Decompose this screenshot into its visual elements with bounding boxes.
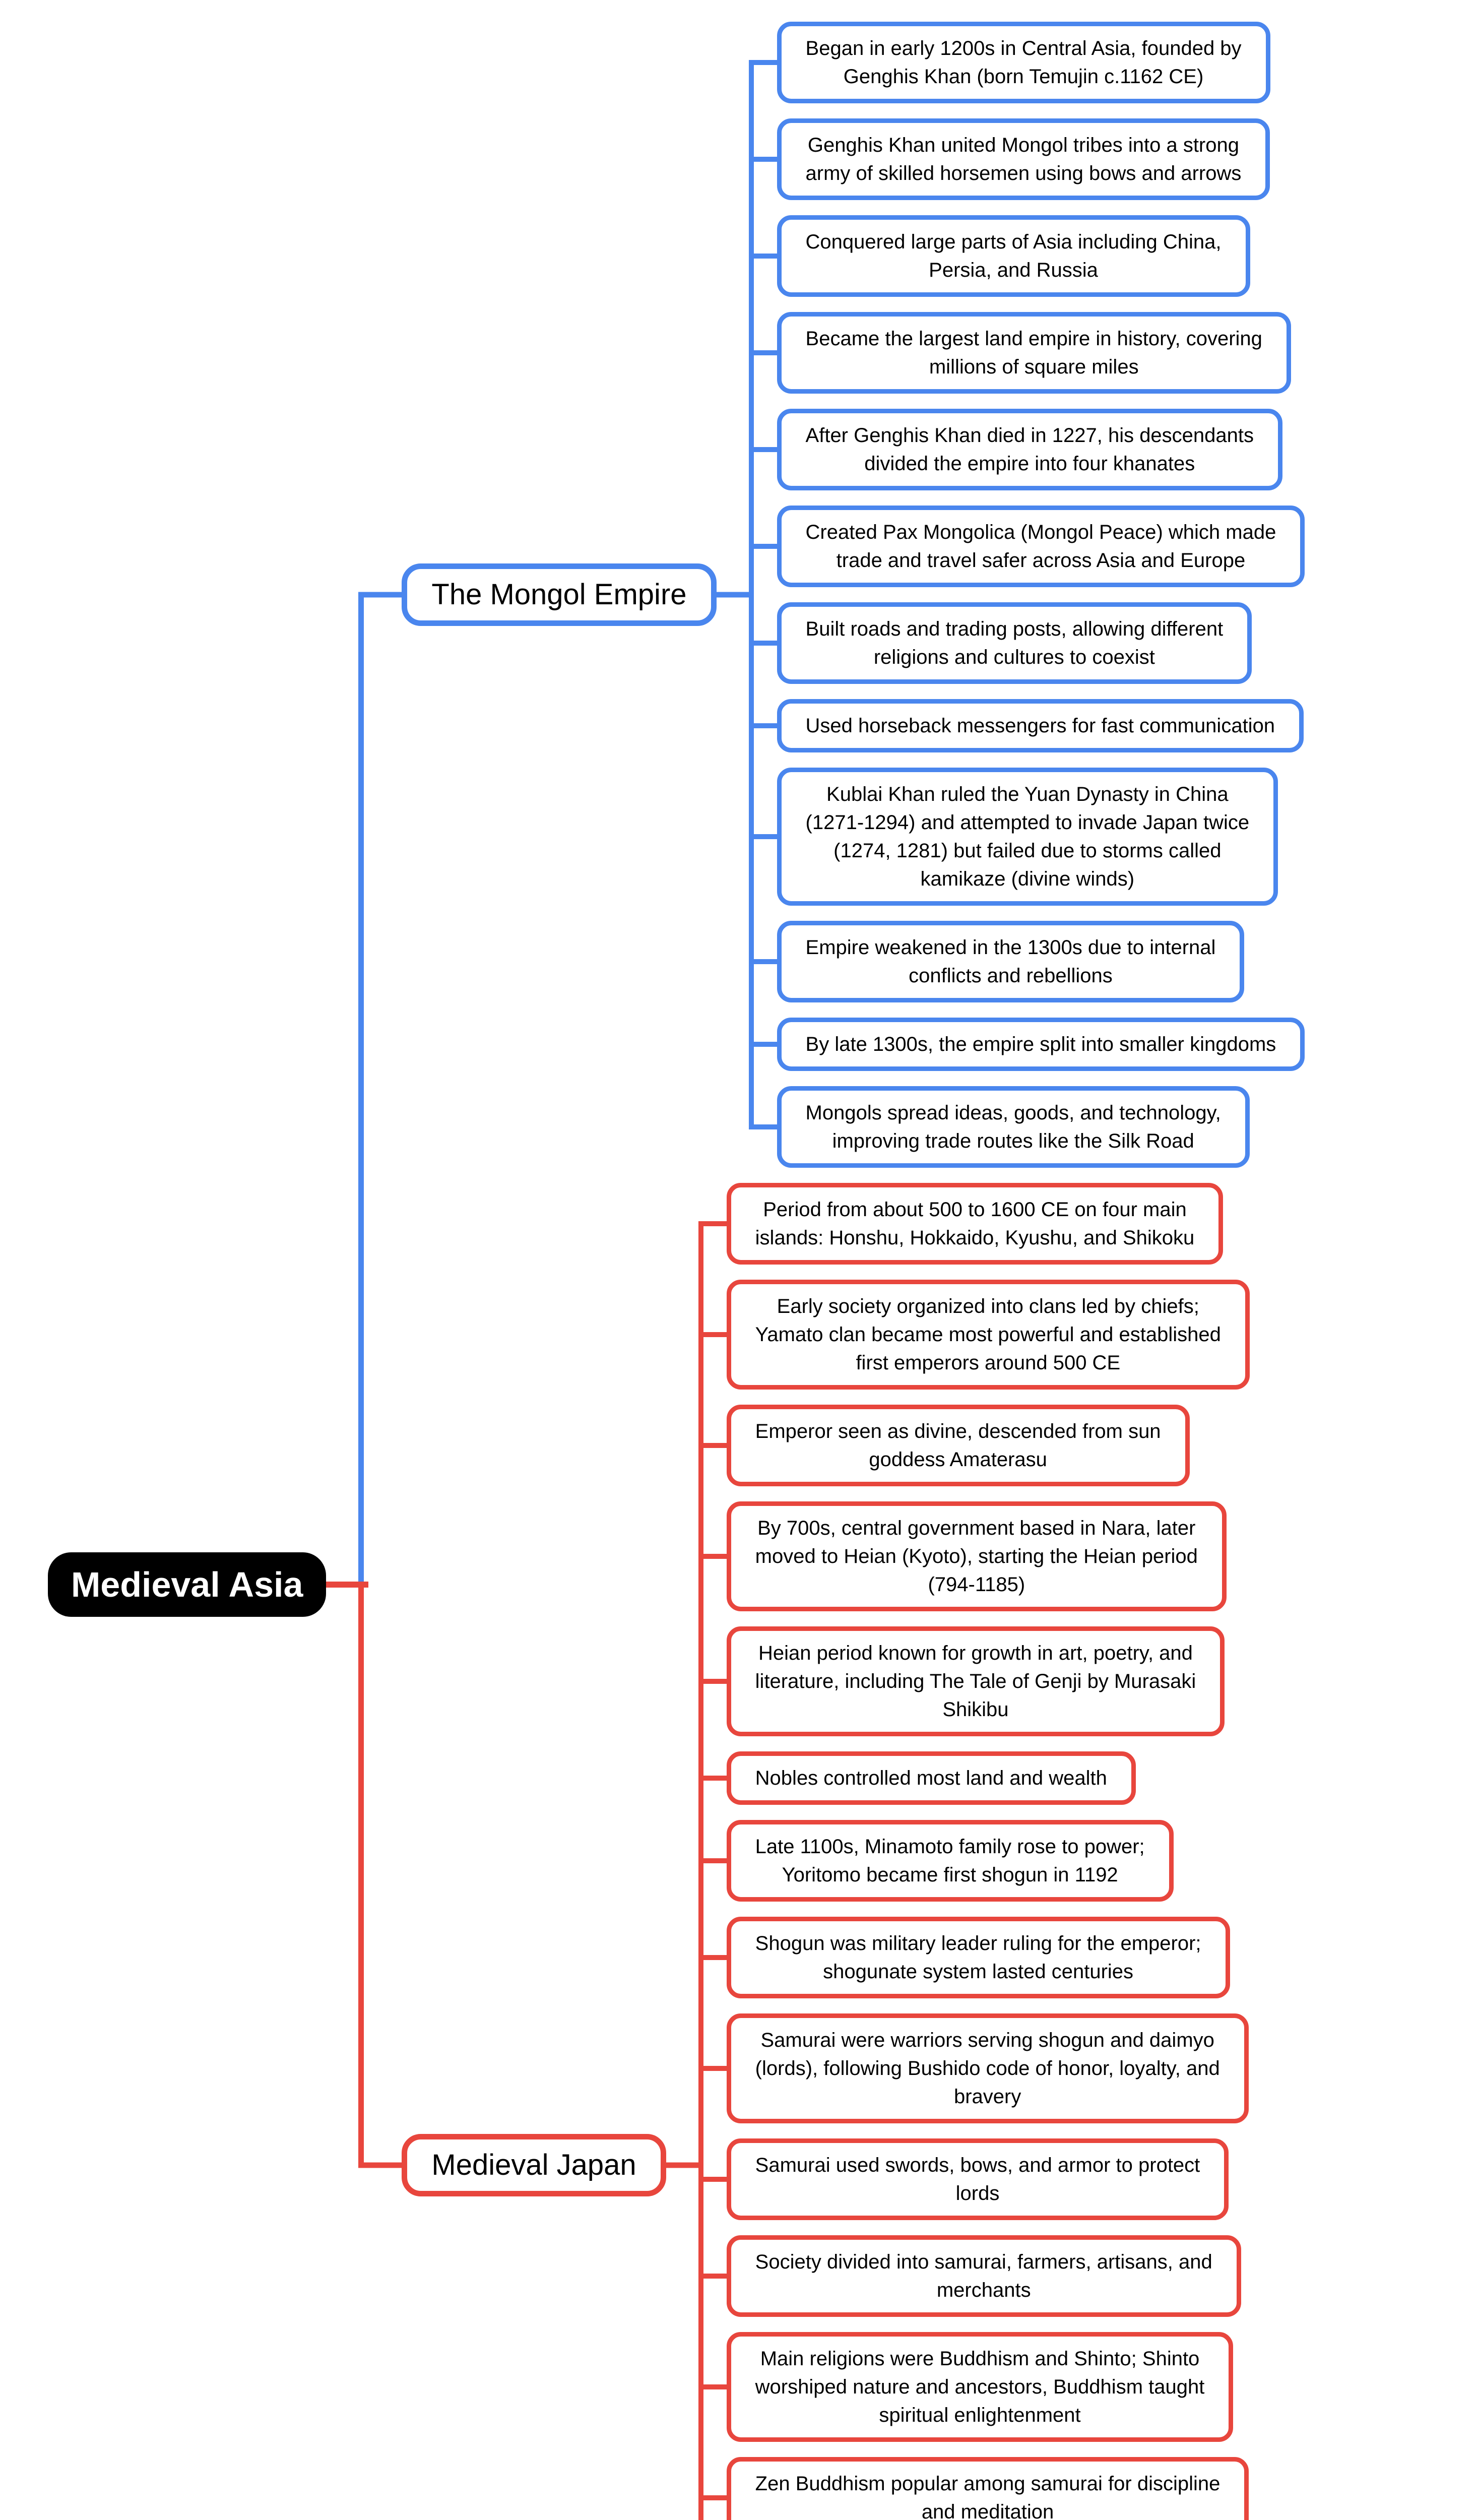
leaf-node: Mongols spread ideas, goods, and technol… bbox=[748, 1079, 1305, 1175]
leaf-node: Zen Buddhism popular among samurai for d… bbox=[698, 2449, 1250, 2520]
leaf-node: Main religions were Buddhism and Shinto;… bbox=[698, 2324, 1250, 2449]
branch-node-medieval-japan: Medieval Japan bbox=[402, 2134, 666, 2196]
leaf-text: Emperor seen as divine, descended from s… bbox=[726, 1405, 1190, 1486]
leaf-node: Conquered large parts of Asia including … bbox=[748, 208, 1305, 304]
leaf-text: Zen Buddhism popular among samurai for d… bbox=[726, 2457, 1249, 2520]
branches-column: The Mongol Empire Began in early 1200s i… bbox=[326, 14, 1305, 2520]
leaf-text: Main religions were Buddhism and Shinto;… bbox=[726, 2332, 1234, 2442]
leaf-node: Samurai were warriors serving shogun and… bbox=[698, 2006, 1250, 2131]
leaf-text: Built roads and trading posts, allowing … bbox=[777, 602, 1252, 684]
leaf-node: Built roads and trading posts, allowing … bbox=[748, 595, 1305, 691]
root-node-medieval-asia: Medieval Asia bbox=[48, 1552, 327, 1617]
leaf-text: Early society organized into clans led b… bbox=[726, 1280, 1250, 1390]
leaf-node: Kublai Khan ruled the Yuan Dynasty in Ch… bbox=[748, 760, 1305, 913]
leaf-node: Nobles controlled most land and wealth bbox=[698, 1744, 1250, 1812]
mindmap-tree: Medieval Asia The Mongol Empire Began in… bbox=[48, 14, 1305, 2520]
leaf-node: Created Pax Mongolica (Mongol Peace) whi… bbox=[748, 498, 1305, 595]
branch-mongol-empire: The Mongol Empire Began in early 1200s i… bbox=[326, 14, 1305, 1175]
leaf-node: Genghis Khan united Mongol tribes into a… bbox=[748, 111, 1305, 208]
leaf-node: After Genghis Khan died in 1227, his des… bbox=[748, 401, 1305, 498]
leaf-text: Mongols spread ideas, goods, and technol… bbox=[777, 1086, 1250, 1168]
leaf-text: Empire weakened in the 1300s due to inte… bbox=[777, 921, 1245, 1002]
leaf-node: Period from about 500 to 1600 CE on four… bbox=[698, 1175, 1250, 1272]
leaf-text: Genghis Khan united Mongol tribes into a… bbox=[777, 118, 1270, 200]
japan-leaves: Period from about 500 to 1600 CE on four… bbox=[698, 1175, 1250, 2520]
leaf-text: Shogun was military leader ruling for th… bbox=[726, 1917, 1230, 1998]
branch-medieval-japan: Medieval Japan Period from about 500 to … bbox=[326, 1175, 1305, 2520]
leaf-text: By late 1300s, the empire split into sma… bbox=[777, 1018, 1305, 1071]
leaf-text: Created Pax Mongolica (Mongol Peace) whi… bbox=[777, 506, 1305, 587]
leaf-text: Late 1100s, Minamoto family rose to powe… bbox=[726, 1820, 1174, 1902]
branch-node-mongol-empire: The Mongol Empire bbox=[402, 563, 717, 626]
leaf-text: Period from about 500 to 1600 CE on four… bbox=[726, 1183, 1224, 1265]
leaf-node: Became the largest land empire in histor… bbox=[748, 304, 1305, 401]
leaf-text: Conquered large parts of Asia including … bbox=[777, 215, 1250, 297]
leaf-node: Used horseback messengers for fast commu… bbox=[748, 691, 1305, 760]
leaf-node: Began in early 1200s in Central Asia, fo… bbox=[748, 14, 1305, 111]
leaf-text: Began in early 1200s in Central Asia, fo… bbox=[777, 22, 1270, 103]
leaf-text: Kublai Khan ruled the Yuan Dynasty in Ch… bbox=[777, 768, 1278, 906]
leaf-text: After Genghis Khan died in 1227, his des… bbox=[777, 409, 1283, 490]
leaf-node: Shogun was military leader ruling for th… bbox=[698, 1909, 1250, 2006]
leaf-text: Nobles controlled most land and wealth bbox=[726, 1751, 1136, 1805]
leaf-text: Heian period known for growth in art, po… bbox=[726, 1626, 1225, 1736]
leaf-text: Samurai used swords, bows, and armor to … bbox=[726, 2138, 1229, 2220]
leaf-text: Society divided into samurai, farmers, a… bbox=[726, 2235, 1241, 2317]
leaf-node: Early society organized into clans led b… bbox=[698, 1272, 1250, 1397]
leaf-node: Samurai used swords, bows, and armor to … bbox=[698, 2131, 1250, 2228]
leaf-node: By late 1300s, the empire split into sma… bbox=[748, 1010, 1305, 1079]
leaf-node: Society divided into samurai, farmers, a… bbox=[698, 2228, 1250, 2324]
leaf-node: Emperor seen as divine, descended from s… bbox=[698, 1397, 1250, 1494]
leaf-text: Used horseback messengers for fast commu… bbox=[777, 699, 1304, 752]
mongol-leaves: Began in early 1200s in Central Asia, fo… bbox=[748, 14, 1305, 1175]
leaf-node: Empire weakened in the 1300s due to inte… bbox=[748, 913, 1305, 1010]
leaf-node: By 700s, central government based in Nar… bbox=[698, 1494, 1250, 1619]
leaf-text: Became the largest land empire in histor… bbox=[777, 312, 1291, 394]
leaf-text: Samurai were warriors serving shogun and… bbox=[726, 2013, 1249, 2123]
leaf-text: By 700s, central government based in Nar… bbox=[726, 1501, 1227, 1611]
leaf-node: Heian period known for growth in art, po… bbox=[698, 1619, 1250, 1744]
leaf-node: Late 1100s, Minamoto family rose to powe… bbox=[698, 1812, 1250, 1909]
